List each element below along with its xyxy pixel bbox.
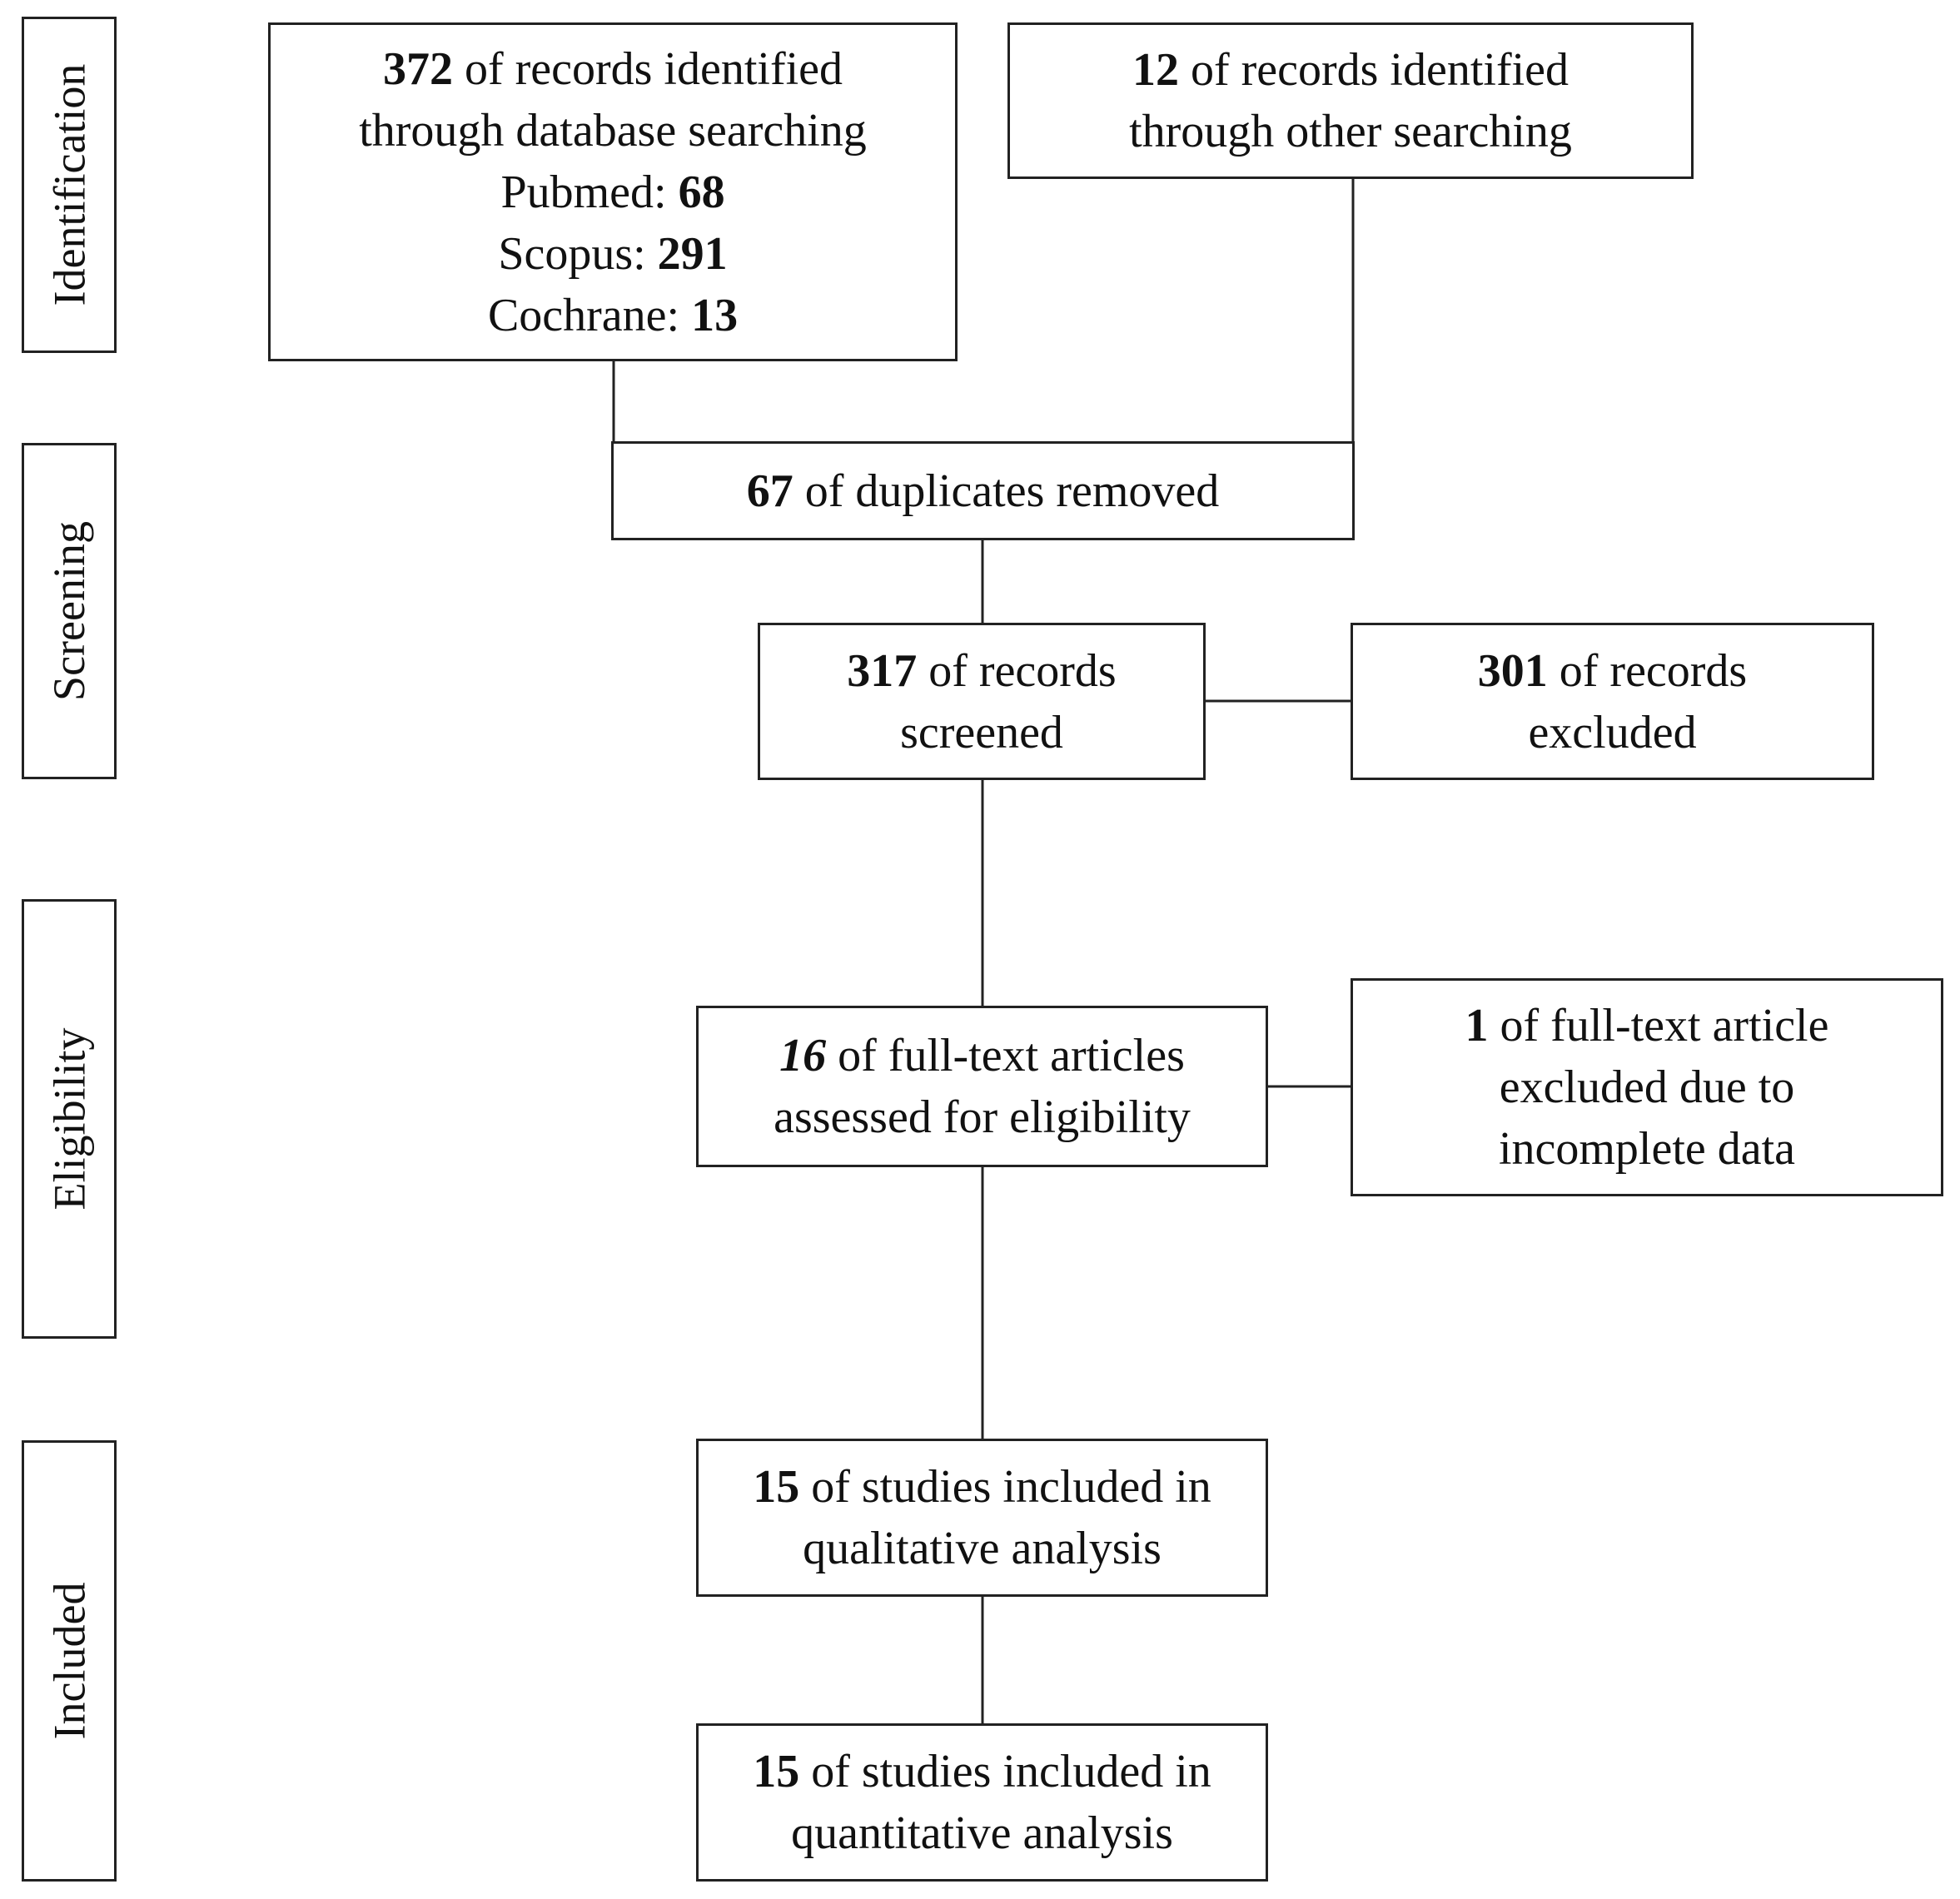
excluded-line2: excluded (1528, 706, 1697, 758)
stage-screening-label: Screening (44, 521, 95, 701)
screened-line2: screened (900, 706, 1063, 758)
qualitative-line1: 15 of studies included in (753, 1461, 1211, 1513)
box-duplicates-removed: 67 of duplicates removed (611, 441, 1355, 540)
stage-identification: Identification (22, 17, 117, 353)
db-cochrane-count: 13 (691, 289, 739, 341)
qualitative-line2: qualitative analysis (803, 1523, 1162, 1574)
screened-count: 317 (847, 644, 918, 697)
stage-screening: Screening (22, 443, 117, 779)
fulltext-excluded-line2: excluded due to (1499, 1061, 1795, 1113)
stage-identification-label: Identification (44, 63, 95, 306)
db-pubmed-count: 68 (678, 166, 725, 218)
fulltext-line1: 16 of full-text articles (779, 1030, 1185, 1081)
excluded-count: 301 (1477, 644, 1548, 697)
stage-eligibility-label: Eligibility (44, 1027, 95, 1210)
db-scopus-line: Scopus: 291 (498, 227, 728, 280)
db-cochrane-line: Cochrane: 13 (487, 289, 739, 341)
box-fulltext-excluded: 1 of full-text article excluded due to i… (1351, 978, 1943, 1196)
screened-line1: 317 of records (847, 644, 1117, 697)
quantitative-line1: 15 of studies included in (753, 1746, 1211, 1797)
stage-eligibility: Eligibility (22, 899, 117, 1339)
db-search-count: 372 (382, 42, 453, 95)
fulltext-excluded-line1: 1 of full-text article (1465, 1000, 1829, 1051)
qualitative-count: 15 (753, 1461, 800, 1513)
quantitative-line2: quantitative analysis (791, 1807, 1173, 1859)
excluded-line1: 301 of records (1477, 644, 1748, 697)
duplicates-line: 67 of duplicates removed (746, 465, 1220, 517)
box-records-screened: 317 of records screened (758, 623, 1206, 780)
stage-included: Included (22, 1440, 117, 1882)
stage-included-label: Included (44, 1582, 95, 1740)
box-quantitative-analysis: 15 of studies included in quantitative a… (696, 1723, 1268, 1882)
quantitative-count: 15 (753, 1746, 800, 1797)
duplicates-count: 67 (746, 465, 793, 517)
box-qualitative-analysis: 15 of studies included in qualitative an… (696, 1439, 1268, 1597)
db-pubmed-line: Pubmed: 68 (500, 166, 725, 218)
other-search-count: 12 (1132, 44, 1179, 96)
fulltext-line2: assessed for eligibility (774, 1091, 1191, 1143)
box-fulltext-assessed: 16 of full-text articles assessed for el… (696, 1006, 1268, 1167)
fulltext-excluded-count: 1 (1465, 1000, 1489, 1051)
other-search-line2: through other searching (1129, 106, 1572, 157)
db-search-line2: through database searching (359, 104, 867, 157)
db-scopus-count: 291 (657, 227, 728, 280)
box-database-search: 372 of records identified through databa… (268, 22, 958, 361)
box-records-excluded: 301 of records excluded (1351, 623, 1874, 780)
box-other-search: 12 of records identified through other s… (1007, 22, 1694, 179)
other-search-line1: 12 of records identified (1132, 44, 1569, 96)
fulltext-count: 16 (779, 1030, 827, 1081)
db-search-line1: 372 of records identified (382, 42, 843, 95)
fulltext-excluded-line3: incomplete data (1498, 1123, 1796, 1175)
